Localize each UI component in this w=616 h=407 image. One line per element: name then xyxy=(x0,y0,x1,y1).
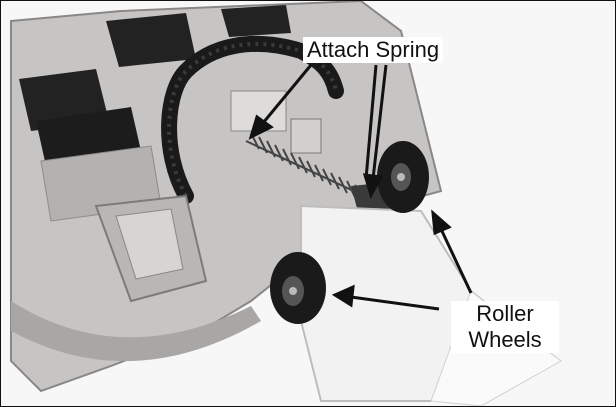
roller-wheel-front xyxy=(270,252,326,324)
foot-pad xyxy=(106,13,196,67)
roller-wheel-rear xyxy=(377,141,429,213)
roller-wheels-arrows xyxy=(331,209,473,311)
roller-wheels-callout: Roller Wheels xyxy=(451,301,559,353)
attach-spring-callout: Attach Spring xyxy=(303,37,444,63)
roller-wheels-line2: Wheels xyxy=(468,327,542,352)
roller-wheels-line1: Roller xyxy=(476,301,534,326)
attach-spring-arrows xyxy=(248,64,388,199)
foot-pad xyxy=(221,5,291,37)
